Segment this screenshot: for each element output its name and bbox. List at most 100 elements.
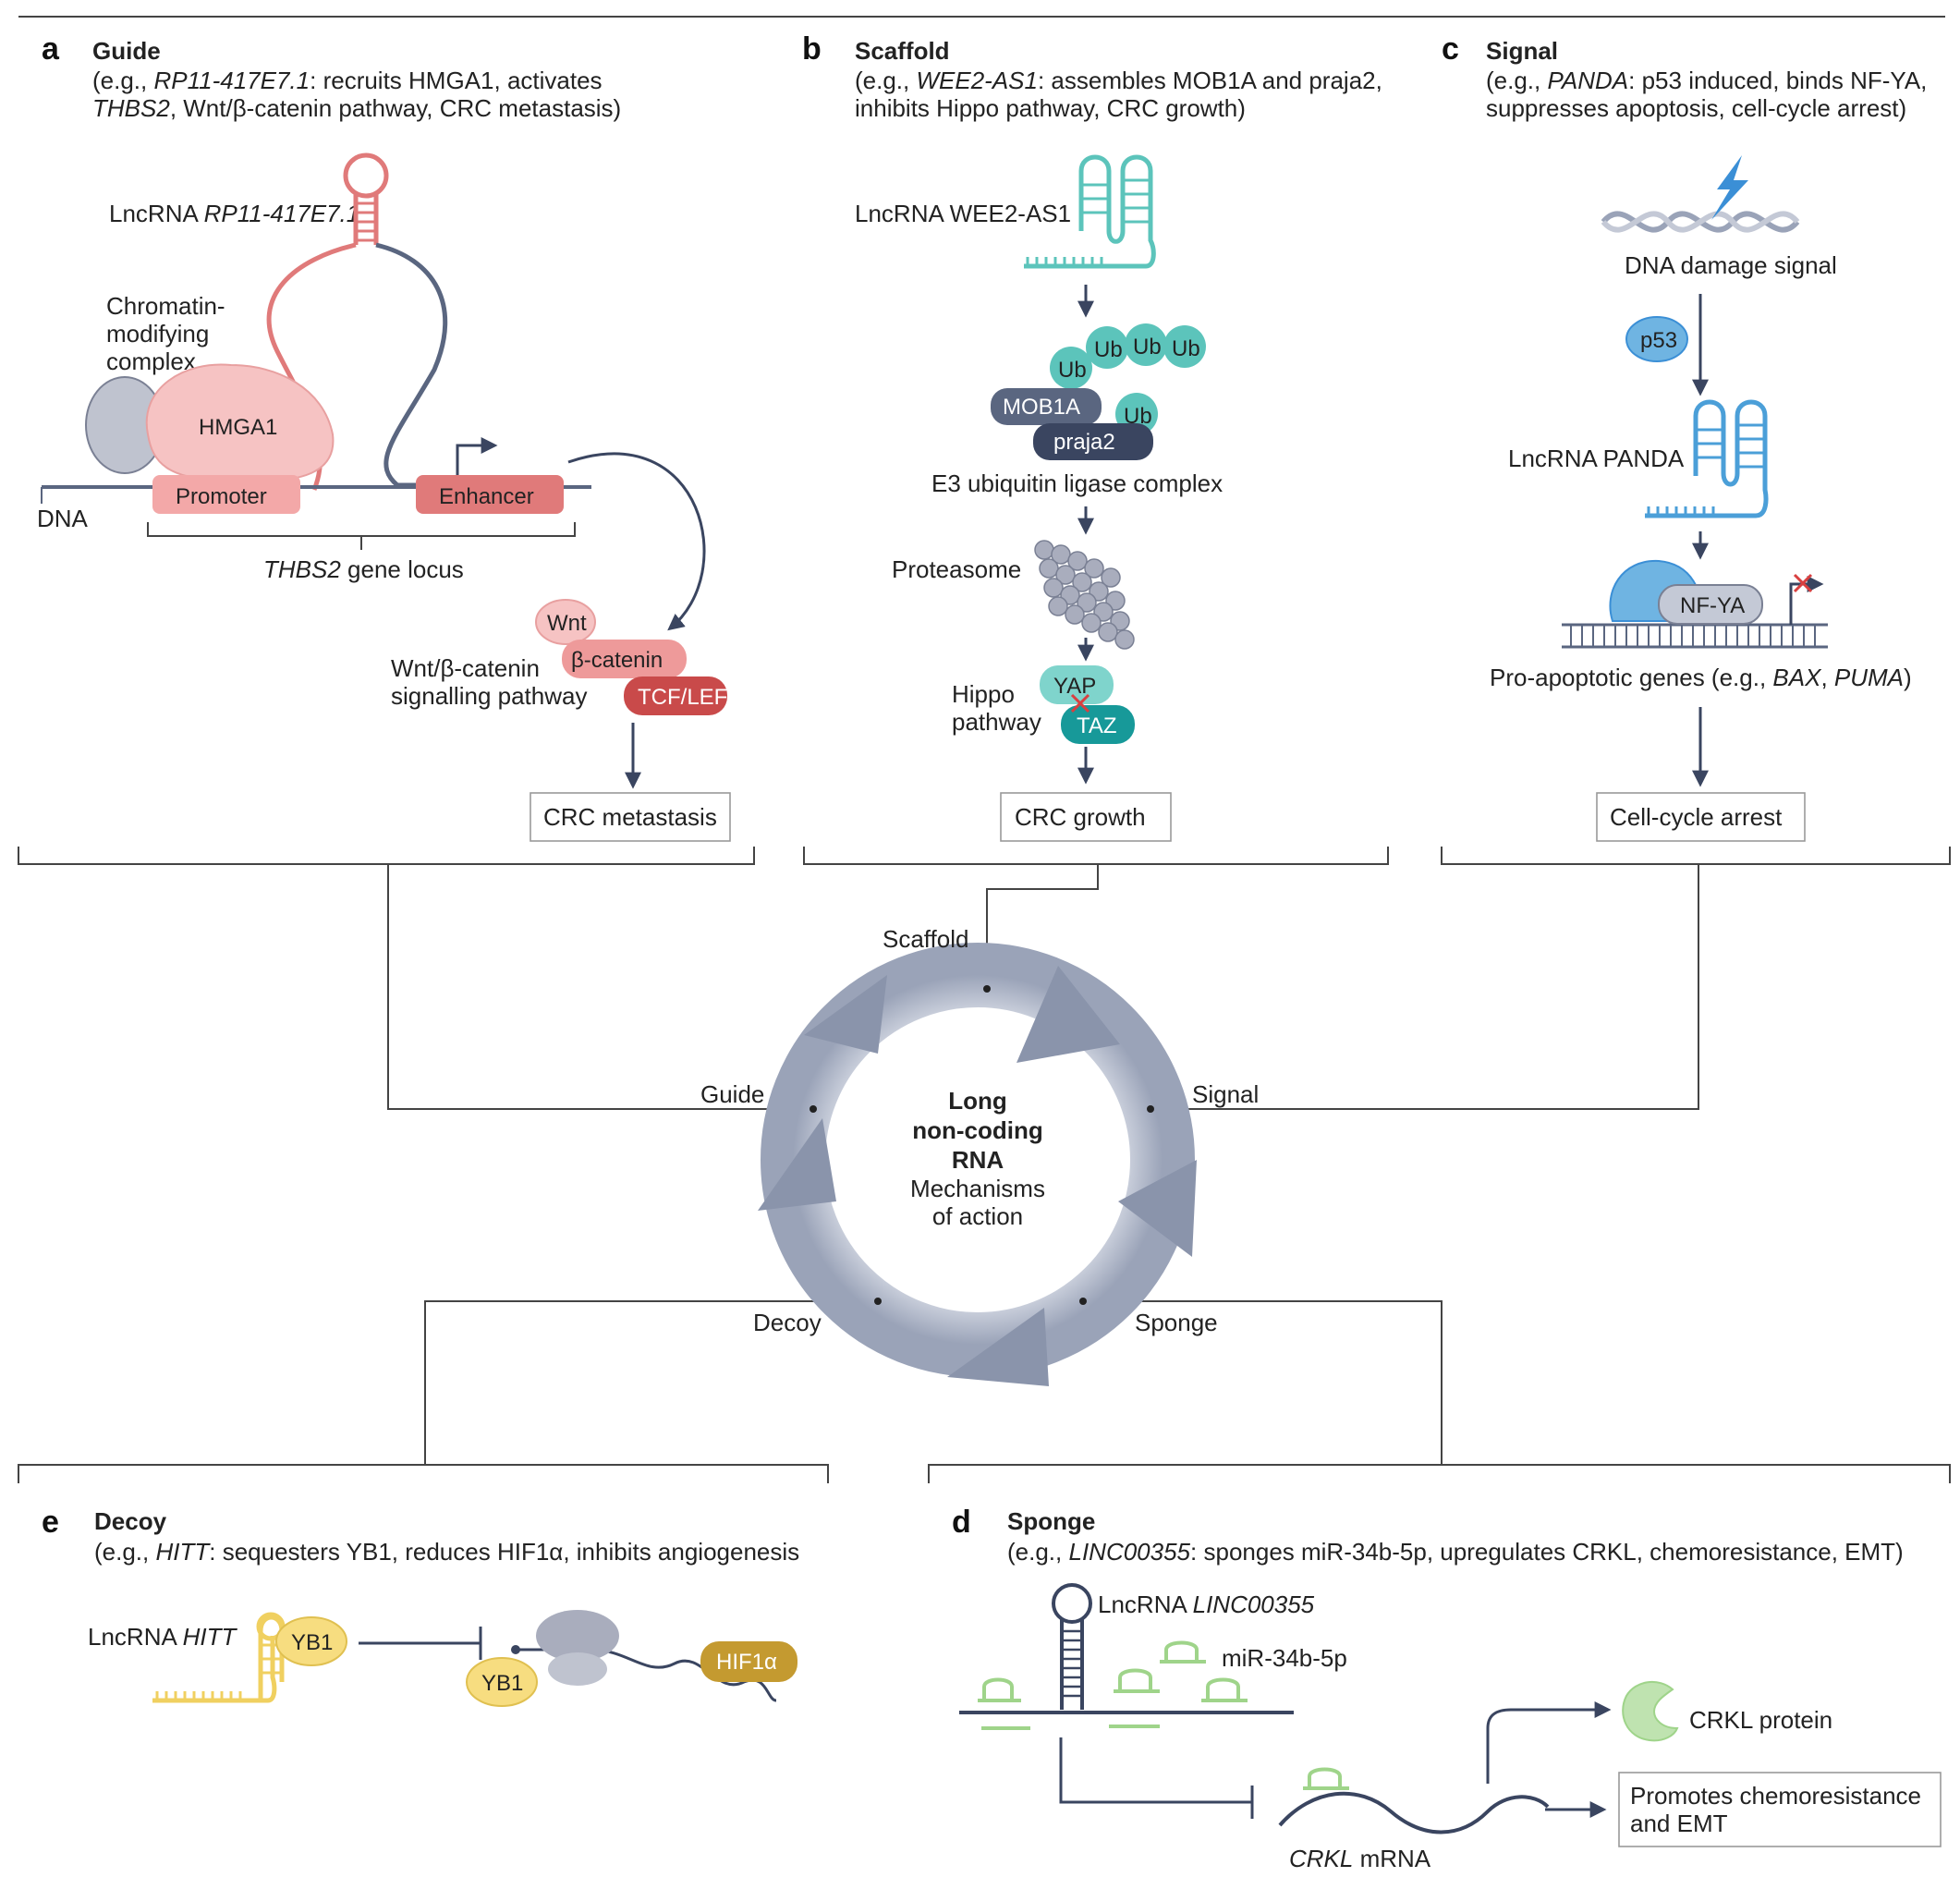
lncrna-b-ticks	[1026, 178, 1150, 266]
yb1-label-free: YB1	[481, 1671, 523, 1696]
panel-e-desc: (e.g., HITT: sequesters YB1, reduces HIF…	[94, 1538, 799, 1566]
praja2-protein	[1033, 423, 1153, 460]
panel-b-letter: b	[802, 31, 822, 67]
connector-sponge	[1083, 1300, 1443, 1465]
ub-circle-1	[1050, 347, 1092, 389]
dna-damage-label: DNA damage signal	[1625, 251, 1837, 279]
panel-b-desc-2: inhibits Hippo pathway, CRC growth)	[855, 94, 1246, 122]
proteasome-label: Proteasome	[892, 555, 1021, 583]
yap-label: YAP	[1053, 674, 1096, 699]
connector-guide	[387, 864, 811, 1110]
mirna-on-mrna	[1303, 1767, 1349, 1790]
outcome-box-b	[1000, 792, 1172, 842]
bracket-a	[18, 847, 755, 865]
mirna-label: miR-34b-5p	[1222, 1644, 1347, 1672]
connector-signal	[1153, 864, 1699, 1110]
panel-b-desc-1: (e.g., WEE2-AS1: assembles MOB1A and pra…	[855, 67, 1382, 94]
lncrna-label-b: LncRNA WEE2-AS1	[855, 200, 1071, 227]
panel-c-letter: c	[1442, 31, 1459, 67]
p53-label: p53	[1640, 328, 1677, 353]
ribosome-small	[548, 1652, 607, 1686]
lncrna-label-a: LncRNA RP11-417E7.1	[109, 200, 359, 227]
pathway-label-1: Wnt/β-catenin	[391, 654, 540, 682]
lncrna-c-ticks	[1647, 423, 1765, 516]
locus-label: THBS2 gene locus	[263, 555, 464, 583]
proteasome-icon	[1034, 540, 1135, 650]
panel-c-signal: c Signal (e.g., PANDA: p53 induced, bind…	[1442, 31, 1927, 842]
locus-bracket	[147, 522, 576, 550]
lncrna-d-loop	[1052, 1583, 1092, 1624]
enhancer-to-pathway-arrow	[567, 452, 706, 631]
ub-label-2: Ub	[1094, 337, 1123, 362]
lncrna-e-ticks	[155, 1643, 282, 1700]
signal-dot	[1147, 1105, 1154, 1113]
lncrna-a-stem-pairs	[356, 201, 376, 242]
enhancer-box	[416, 475, 564, 514]
e3-label: E3 ubiquitin ligase complex	[931, 469, 1223, 497]
dna-label: DNA	[37, 505, 89, 532]
cycle-label-guide: Guide	[700, 1080, 764, 1108]
outcome-c: Cell-cycle arrest	[1610, 803, 1783, 831]
cycle-arrow-left	[758, 1118, 836, 1211]
crkl-mrna-label: CRKL mRNA	[1289, 1845, 1431, 1872]
yb1-label-bound: YB1	[291, 1630, 333, 1655]
panel-c-title: Signal	[1486, 37, 1558, 65]
sponge-dot	[1079, 1298, 1087, 1305]
cycle-label-scaffold: Scaffold	[883, 925, 968, 953]
cycle-ring	[761, 943, 1195, 1377]
outcome-b: CRC growth	[1015, 803, 1146, 831]
ub-circle-4	[1163, 325, 1206, 368]
center-sub-2: of action	[932, 1202, 1023, 1230]
connector-scaffold	[986, 864, 1099, 989]
wnt-protein	[535, 599, 596, 645]
center-title-1: Long	[948, 1087, 1007, 1115]
hippo-label-1: Hippo	[952, 680, 1015, 708]
outcome-box-c	[1596, 792, 1806, 842]
panel-a-desc-2: THBS2, Wnt/β-catenin pathway, CRC metast…	[92, 94, 621, 122]
cycle-label-decoy: Decoy	[753, 1309, 822, 1336]
panel-c-desc-1: (e.g., PANDA: p53 induced, binds NF-YA,	[1486, 67, 1927, 94]
lncrna-label-e: LncRNA HITT	[88, 1623, 237, 1651]
tss-arrow-a	[456, 437, 498, 475]
lncrna-d-stem	[1060, 1619, 1084, 1710]
hif1a-label: HIF1α	[716, 1650, 777, 1675]
yb1-protein-free	[466, 1657, 538, 1707]
cycle-arrow-right	[1118, 1160, 1197, 1257]
cycle-arrow-topleft	[804, 975, 887, 1054]
bracket-b	[803, 847, 1389, 865]
mrna-to-protein-arrow	[1486, 1701, 1612, 1784]
taz-label: TAZ	[1077, 713, 1117, 738]
wnt-label: Wnt	[547, 611, 587, 636]
bracket-d	[928, 1464, 1951, 1483]
mrna-cap-e	[511, 1645, 520, 1654]
center-title-3: RNA	[952, 1146, 1004, 1174]
connector-decoy	[424, 1300, 878, 1465]
mob1a-label: MOB1A	[1003, 395, 1080, 420]
panel-a-desc-1: (e.g., RP11-417E7.1: recruits HMGA1, act…	[92, 67, 603, 94]
cycle-label-sponge: Sponge	[1135, 1309, 1218, 1336]
tss-arrow-c	[1789, 576, 1824, 625]
chromatin-label-1: Chromatin-	[106, 292, 225, 320]
ribosome-large	[536, 1610, 619, 1662]
bcatenin-label: β-catenin	[571, 648, 663, 673]
outcome-box-a	[530, 792, 731, 842]
cycle-arrow-top	[1017, 966, 1120, 1063]
panel-b-title: Scaffold	[855, 37, 950, 65]
panel-d-sponge: d Sponge (e.g., LINC00355: sponges miR-3…	[952, 1505, 1942, 1872]
outcome-d-2: and EMT	[1630, 1810, 1728, 1837]
nfya-protein	[1658, 584, 1763, 625]
outcome-a: CRC metastasis	[543, 803, 717, 831]
hif1a-protein	[700, 1641, 797, 1682]
pathway-label-2: signalling pathway	[391, 682, 587, 710]
crkl-protein-icon	[1622, 1680, 1679, 1742]
center-sub-1: Mechanisms	[910, 1175, 1045, 1202]
mirna-free	[1160, 1640, 1206, 1664]
lncrna-a-loop	[343, 152, 389, 199]
tcf-label: TCF/LEF	[638, 685, 727, 710]
inhibit-x-icon-b	[1070, 693, 1090, 713]
panel-d-desc: (e.g., LINC00355: sponges miR-34b-5p, up…	[1007, 1538, 1904, 1566]
mob1a-protein	[991, 388, 1102, 425]
hippo-label-2: pathway	[952, 708, 1041, 736]
inhibition-line-e	[359, 1627, 482, 1660]
